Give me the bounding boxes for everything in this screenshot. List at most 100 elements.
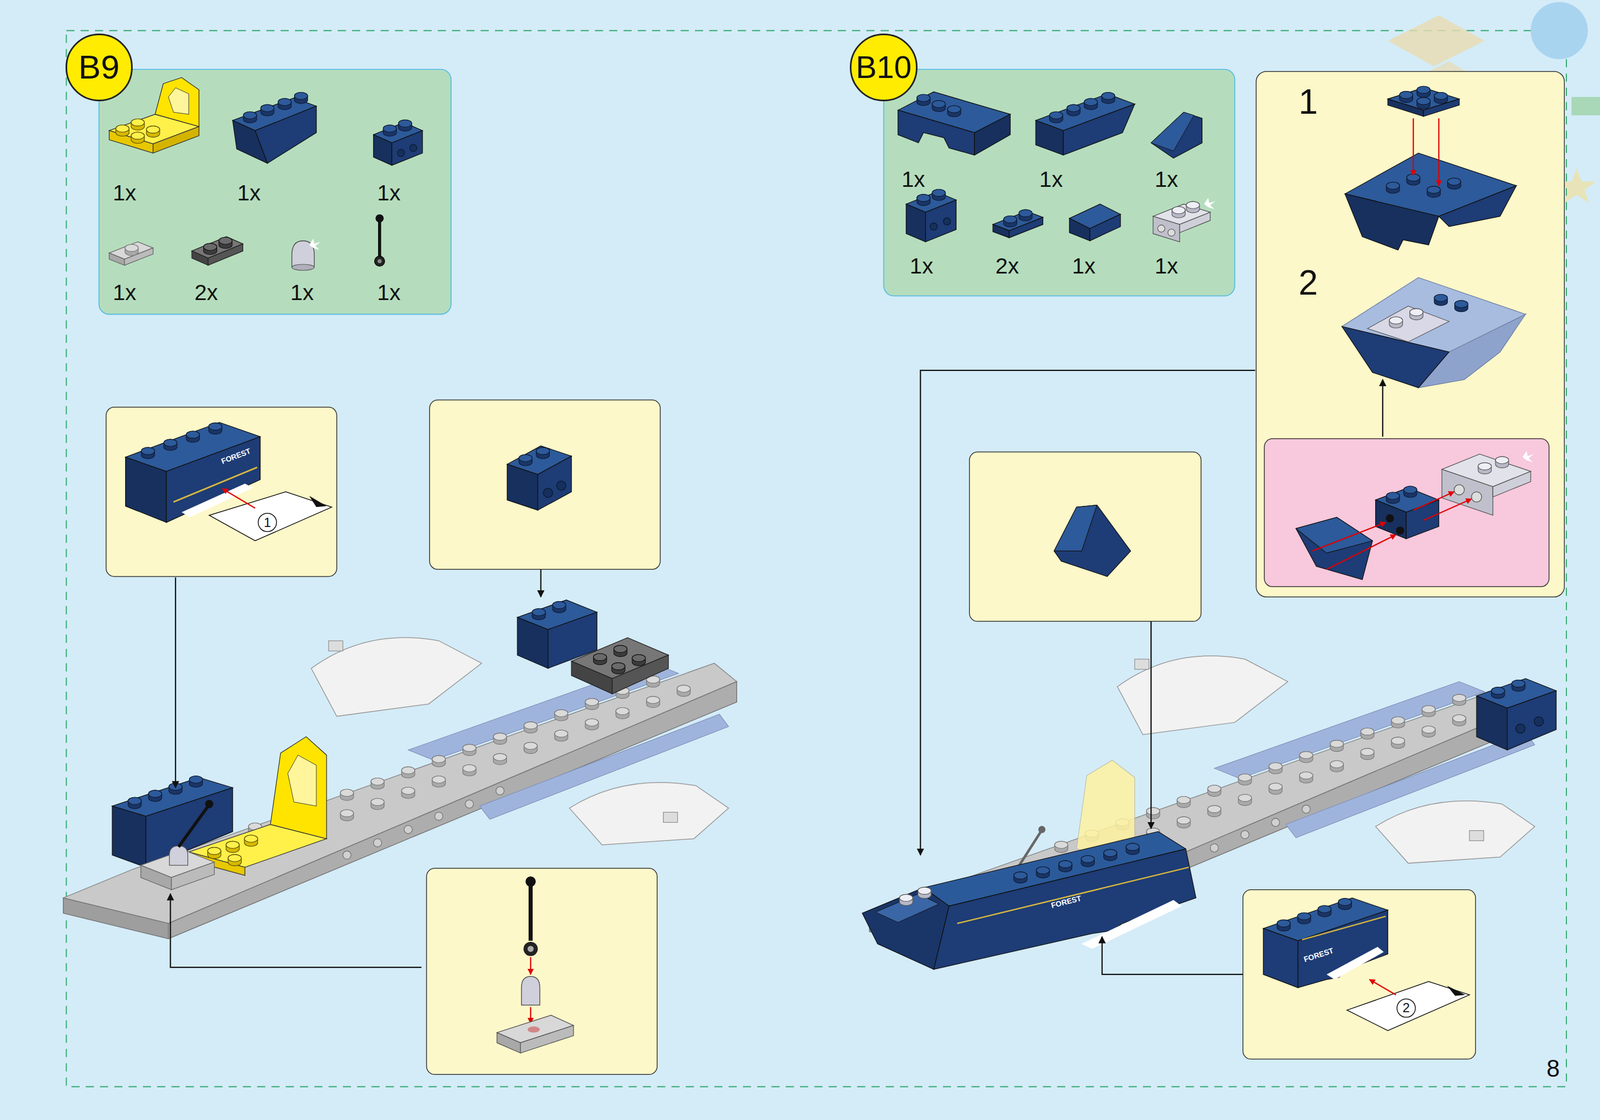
leader-lines-b9-part	[540, 569, 542, 597]
model-b10-part	[1081, 855, 1095, 868]
parts-panel-b9-part	[277, 98, 291, 110]
part-count: 1x	[1071, 255, 1096, 278]
subassembly-panel-b10-part	[1413, 491, 1454, 511]
parts-panel-b9-part	[309, 238, 321, 251]
parts-panel-b10	[883, 69, 1235, 296]
leader-lines-b10-part	[1102, 937, 1244, 975]
brick-callout-b9-part	[506, 464, 538, 511]
parts-panel-b10-part	[1049, 111, 1063, 123]
subassembly-panel-b10-part	[1522, 451, 1534, 463]
parts-panel-b9-part	[243, 111, 257, 123]
parts-panel-b10-part	[929, 223, 938, 231]
parts-panel-b9-part	[154, 77, 199, 127]
parts-panel-b10-part	[1063, 103, 1135, 155]
brick-callout-b9-part	[556, 480, 567, 491]
brick-callout-b9-part	[543, 488, 553, 498]
instruction-illustration-part	[63, 2, 1600, 1088]
leader-lines-b10	[920, 370, 1255, 975]
part-count: 1x	[1154, 255, 1179, 278]
parts-panel-b10-part	[947, 105, 961, 117]
subassembly-panel-b10-part	[1367, 306, 1450, 342]
model-b9-part	[169, 846, 188, 866]
subassembly-panel-b10-part	[1386, 492, 1400, 504]
parts-panel-b9-part	[375, 214, 384, 223]
subassembly-panel-b10-part	[1409, 308, 1423, 321]
parts-panel-b9-part	[378, 220, 382, 258]
subassembly-panel-b10-part	[1427, 186, 1441, 198]
part-count: 1x	[1039, 168, 1063, 191]
step-badge: B9	[65, 33, 133, 101]
parts-list-panel: 1x1x1x1x2x1x1x	[99, 69, 452, 315]
leader-lines-b9-part	[170, 893, 422, 968]
leader-lines-b9	[170, 569, 542, 968]
subassembly-panel-b10-part	[1492, 471, 1531, 497]
parts-panel-b9-part	[99, 69, 452, 315]
sticker-callout-b10-part	[1447, 985, 1466, 997]
parts-panel-b10-part	[916, 94, 930, 106]
model-b9-part	[140, 865, 172, 890]
subassembly-panel-b10-part	[1434, 92, 1448, 104]
subassembly-panel: 12	[1256, 71, 1565, 597]
model-b9-part	[205, 800, 214, 809]
subassembly-panel-b10-part	[1385, 514, 1394, 523]
model-b9-part	[189, 776, 203, 788]
sticker-callout-b10-part	[1297, 910, 1388, 988]
model-b10-part	[1058, 860, 1072, 873]
sticker-callout-b9-part	[125, 457, 167, 523]
model-b9-part	[287, 755, 317, 806]
subassembly-panel-b10-part	[1375, 499, 1407, 539]
subassembly-panel-b10-part	[1447, 178, 1461, 190]
parts-panel-b10-part	[1003, 215, 1017, 227]
part-count: 1x	[376, 281, 401, 304]
parts-panel-b9-part	[109, 252, 125, 266]
parts-panel-b10-part	[1018, 209, 1032, 221]
model-b9-part	[171, 862, 215, 890]
subassembly-panel-b10-part	[1312, 522, 1387, 552]
lever-callout-b9-part	[527, 1026, 541, 1033]
sticker-callout-b9-part	[163, 439, 177, 451]
sticker-text: FOREST	[1050, 894, 1083, 910]
slope-callout-b10-part	[1054, 505, 1131, 577]
sticker-number: 1	[263, 516, 271, 530]
model-b9	[63, 600, 737, 939]
parts-panel-b10-part	[1204, 197, 1216, 210]
parts-panel-b9-part	[131, 118, 145, 130]
model-b9-part	[632, 654, 646, 667]
substep-number: 1	[1298, 84, 1318, 120]
corner-decoration-part	[1571, 96, 1600, 116]
page-border-part	[66, 30, 1566, 1088]
parts-panel-b10-part	[932, 189, 946, 201]
subassembly-panel-b10-part	[1423, 498, 1472, 521]
parts-panel-b9-part	[409, 144, 417, 152]
lever-callout-b9-part	[426, 868, 658, 1075]
lever-callout-b9	[426, 868, 658, 1075]
parts-panel-b9-part	[374, 256, 385, 267]
sticker-callout-b9	[106, 407, 337, 577]
parts-panel-b10-part	[1069, 218, 1090, 241]
parts-panel-b9-part	[382, 125, 396, 137]
model-b9-part	[613, 645, 627, 658]
subassembly-panel-b10-part	[1454, 300, 1468, 312]
subassembly-panel-b10-part	[1406, 173, 1420, 186]
model-b10-part	[1511, 680, 1525, 692]
model-b10-part	[933, 848, 1196, 969]
model-b9-part	[244, 835, 258, 847]
model-b9-part	[611, 662, 625, 675]
subassembly-panel-b10-part	[1438, 118, 1440, 186]
parts-panel-b10-part	[1172, 206, 1186, 219]
parts-panel-b10-part	[1067, 104, 1081, 116]
corner-decoration-part	[1530, 2, 1589, 60]
subassembly-panel-b10-part	[1386, 181, 1400, 194]
sticker-callout-b10-part	[1297, 912, 1311, 925]
part-count: 2x	[995, 255, 1019, 278]
parts-panel-b10-part	[916, 194, 930, 206]
sticker-text: FOREST	[219, 446, 252, 465]
parts-panel-b9-part	[377, 259, 382, 264]
sticker-callout-b10-part	[1317, 905, 1331, 917]
sticker-callout-b9-part	[186, 431, 200, 443]
model-b10-part	[1126, 843, 1140, 855]
brick-callout-b9-part	[429, 400, 661, 570]
lever-callout-b9-part	[520, 1025, 574, 1053]
subassembly-panel-b10-part	[1326, 534, 1396, 570]
